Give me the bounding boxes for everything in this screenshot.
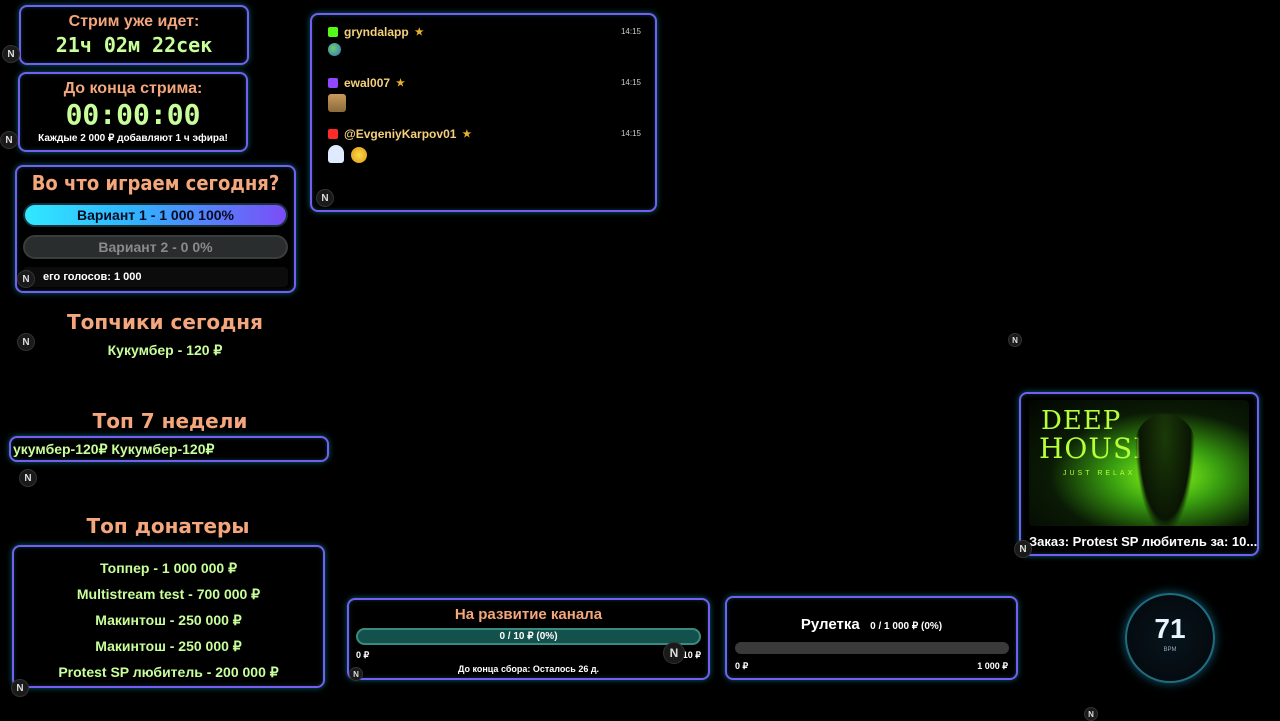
top-week-title: Топ 7 недели (92, 409, 248, 433)
roulette-panel: Рулетка 0 / 1 000 ₽ (0%) 0 ₽ 1 000 ₽ (725, 596, 1018, 680)
donor-item: Макинтош - 250 000 ₽ (95, 612, 242, 628)
goal-progress-track: 0 / 10 ₽ (0%) (356, 628, 701, 645)
top-week-ticker: укумбер-120₽ Кукумбер-120₽ (9, 436, 329, 462)
poll-title: Во что играем сегодня? (31, 171, 280, 195)
star-icon: ★ (462, 128, 472, 140)
chat-author: gryndalapp ★ (328, 25, 641, 39)
star-icon: ★ (414, 26, 424, 38)
chat-time: 14:15 (620, 27, 641, 36)
cover-title-1: DEEP (1041, 406, 1122, 436)
stream-timer-panel: Стрим уже идет: 21ч 02м 22сек (19, 5, 249, 65)
poll-panel: Во что играем сегодня? Вариант 1 - 1 000… (15, 165, 296, 293)
poll-option-2: Вариант 2 - 0 0% (23, 235, 288, 259)
chat-author-name: @EvgeniyKarpov01 (344, 127, 457, 141)
music-order: Заказ: Protest SP любитель за: 10... (1029, 534, 1258, 549)
widget-badge-icon: N (349, 667, 363, 681)
globe-emote-icon (328, 43, 341, 56)
heart-rate-value: 71 (1154, 613, 1186, 644)
crown-emote-icon (351, 147, 368, 163)
kick-icon (328, 27, 338, 37)
widget-badge-icon: N (17, 270, 35, 288)
goal-remaining: До конца сбора: Осталось 26 д. (457, 664, 600, 674)
widget-badge-icon: N (19, 469, 37, 487)
heart-rate-widget: 71 BPM (1125, 593, 1215, 683)
roulette-min: 0 ₽ (735, 661, 749, 671)
chat-panel: gryndalapp ★ 14:15 ewal007 ★ 14:15 @Evge… (310, 13, 657, 212)
widget-badge-icon: N (316, 189, 334, 207)
donor-item: Топпер - 1 000 000 ₽ (100, 560, 237, 576)
widget-badge-icon: N (2, 45, 20, 63)
chat-time: 14:15 (620, 78, 641, 87)
stream-timer-label: Стрим уже идет: (68, 13, 200, 30)
youtube-icon (328, 129, 338, 139)
poll-total: его голосов: 1 000 (23, 267, 288, 287)
widget-badge-icon: N (1014, 540, 1032, 558)
roulette-title: Рулетка (800, 616, 860, 633)
top-donors-list: Топпер - 1 000 000 ₽ Multistream test - … (14, 555, 323, 685)
chat-author-name: ewal007 (344, 76, 391, 90)
chat-message: gryndalapp ★ 14:15 (328, 25, 641, 61)
donor-item: Multistream test - 700 000 ₽ (76, 586, 261, 602)
chat-time: 14:15 (620, 129, 641, 138)
album-cover: DEEP HOUSE JUST RELAX (1029, 400, 1249, 526)
chat-message: @EvgeniyKarpov01 ★ 14:15 (328, 127, 641, 168)
cover-subtitle: JUST RELAX (1063, 470, 1136, 477)
goal-min: 0 ₽ (356, 650, 370, 660)
widget-badge-icon: N (1084, 707, 1098, 721)
roulette-header: Рулетка 0 / 1 000 ₽ (0%) (727, 616, 1016, 634)
top-donors-panel: Топпер - 1 000 000 ₽ Multistream test - … (12, 545, 325, 688)
widget-badge-icon: N (0, 131, 18, 149)
star-icon: ★ (396, 77, 406, 89)
widget-badge-icon: N (663, 642, 685, 664)
chat-author-name: gryndalapp (344, 25, 409, 39)
chat-author: ewal007 ★ (328, 76, 641, 90)
end-timer-note: Каждые 2 000 ₽ добавляют 1 ч эфира! (38, 133, 228, 144)
roulette-progress-label: 0 / 1 000 ₽ (0%) (870, 621, 943, 632)
top-today-title: Топчики сегодня (67, 310, 263, 334)
widget-badge-icon: N (1008, 333, 1022, 347)
goal-title: На развитие канала (454, 606, 603, 623)
goal-panel: На развитие канала 0 / 10 ₽ (0%) 0 ₽ 10 … (347, 598, 710, 681)
ghost-emote-icon (328, 145, 344, 163)
chat-message: ewal007 ★ 14:15 (328, 76, 641, 117)
end-timer-panel: До конца стрима: 00:00:00 Каждые 2 000 ₽… (18, 72, 248, 152)
cover-title-2: HOUSE (1039, 432, 1155, 465)
poll-option-1: Вариант 1 - 1 000 100% (23, 203, 288, 227)
heart-rate-unit: BPM (1163, 647, 1177, 653)
end-timer-value: 00:00:00 (65, 98, 201, 131)
top-donors-title: Топ донатеры (86, 514, 250, 538)
goal-progress-label: 0 / 10 ₽ (0%) (499, 631, 558, 642)
cover-figure-icon (1135, 414, 1195, 526)
widget-badge-icon: N (17, 333, 35, 351)
donor-item: Protest SP любитель - 200 000 ₽ (58, 664, 279, 680)
face-emote-icon (328, 94, 346, 112)
stream-timer-value: 21ч 02м 22сек (55, 33, 213, 57)
widget-badge-icon: N (11, 679, 29, 697)
top-today-item: Кукумбер - 120 ₽ (107, 342, 223, 358)
goal-max: 10 ₽ (682, 650, 701, 660)
chat-author: @EvgeniyKarpov01 ★ (328, 127, 641, 141)
roulette-progress-track (735, 642, 1009, 654)
roulette-max: 1 000 ₽ (977, 661, 1008, 671)
music-panel: DEEP HOUSE JUST RELAX Заказ: Protest SP … (1019, 392, 1259, 556)
end-timer-label: До конца стрима: (63, 80, 203, 97)
twitch-icon (328, 78, 338, 88)
top-week-ticker-text: укумбер-120₽ Кукумбер-120₽ (13, 441, 215, 457)
donor-item: Макинтош - 250 000 ₽ (95, 638, 242, 654)
